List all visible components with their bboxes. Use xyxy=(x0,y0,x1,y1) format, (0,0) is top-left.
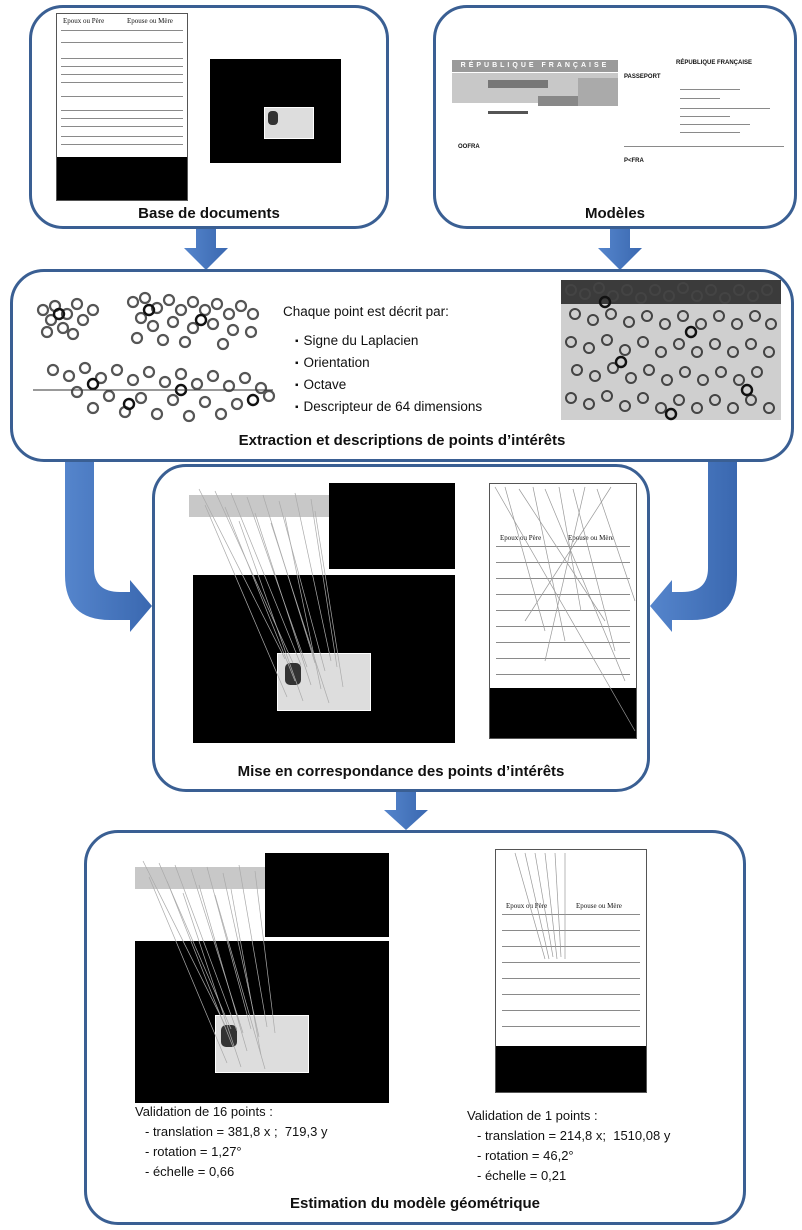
arrow-models-to-extraction xyxy=(598,228,642,270)
left-rotation: - rotation = 1,27° xyxy=(145,1144,242,1159)
models-caption: Modèles xyxy=(584,205,645,222)
passport-estimate-dark-top xyxy=(265,853,389,937)
keypoints-documents-left xyxy=(33,291,276,423)
arrow-base-to-extraction xyxy=(184,228,228,270)
matching-box: Epoux ou Père Epouse ou Mère Mise en cor… xyxy=(152,464,650,792)
civil-record-thumbnail: Epoux ou Père Epouse ou Mère xyxy=(56,13,188,201)
civil-record-estimate-scan: Epoux ou Père Epouse ou Mère xyxy=(495,849,647,1093)
descriptor-intro: Chaque point est décrit par: xyxy=(283,304,449,319)
extraction-box: Chaque point est décrit par: Signe du La… xyxy=(10,269,794,462)
estimate-form-header-mother: Epouse ou Mère xyxy=(576,902,622,910)
descriptor-list: Signe du Laplacien Orientation Octave De… xyxy=(295,330,483,418)
right-scale: - échelle = 0,21 xyxy=(477,1168,567,1183)
passport-title: PASSEPORT xyxy=(624,74,661,80)
base-documents-caption: Base de documents xyxy=(138,205,280,222)
estimation-box: Epoux ou Père Epouse ou Mère Validation … xyxy=(84,830,746,1225)
estimate-lines-right xyxy=(514,852,566,960)
match-form-header-mother: Epouse ou Mère xyxy=(568,534,614,542)
left-scale: - échelle = 0,66 xyxy=(145,1164,235,1179)
id-card-estimate-scan xyxy=(135,941,389,1103)
left-validation-title: Validation de 16 points : xyxy=(135,1104,273,1119)
match-form-header-father: Epoux ou Père xyxy=(500,534,542,542)
estimate-lines-left xyxy=(142,860,276,1070)
right-rotation: - rotation = 46,2° xyxy=(477,1148,574,1163)
estimation-caption: Estimation du modèle géométrique xyxy=(289,1195,541,1212)
models-box: RÉPUBLIQUE FRANÇAISE OOFRA PASSEPORT RÉP… xyxy=(433,5,797,229)
left-translation: - translation = 381,8 x ; 719,3 y xyxy=(145,1124,328,1139)
form-header-father: Epoux ou Père xyxy=(63,17,105,25)
matching-caption: Mise en correspondance des points d’inté… xyxy=(237,763,565,780)
descriptor-item-orientation: Orientation xyxy=(295,352,482,374)
extraction-caption: Extraction et descriptions de points d’i… xyxy=(238,432,566,449)
id-card-scan-thumbnail xyxy=(210,59,341,163)
passport-code-right: P<FRA xyxy=(624,158,644,164)
estimate-form-header-father: Epoux ou Père xyxy=(506,902,548,910)
right-validation-title: Validation de 1 points : xyxy=(467,1108,598,1123)
base-documents-box: Epoux ou Père Epouse ou Mère Base de doc… xyxy=(29,5,389,229)
id-card-match-scan xyxy=(193,575,455,743)
descriptor-item-laplacian: Signe du Laplacien xyxy=(295,330,482,352)
passport-country: RÉPUBLIQUE FRANÇAISE xyxy=(676,60,753,66)
passport-match-dark-top xyxy=(329,483,455,569)
descriptor-item-dimensions: Descripteur de 64 dimensions xyxy=(295,396,483,418)
form-header-mother: Epouse ou Mère xyxy=(127,17,173,25)
arrow-matching-to-estimation xyxy=(384,792,428,830)
passport-estimate-model xyxy=(135,855,265,919)
passport-banner: RÉPUBLIQUE FRANÇAISE xyxy=(452,60,618,72)
match-lines-right xyxy=(494,486,636,732)
arrow-extraction-to-matching-left xyxy=(65,462,152,632)
descriptor-item-octave: Octave xyxy=(295,374,482,396)
scan-dark-area xyxy=(57,157,187,200)
civil-record-match-scan: Epoux ou Père Epouse ou Mère xyxy=(489,483,637,739)
match-lines-left xyxy=(198,488,344,704)
right-translation: - translation = 214,8 x; 1510,08 y xyxy=(477,1128,671,1143)
arrow-extraction-to-matching-right xyxy=(650,462,737,632)
passport-code-left: OOFRA xyxy=(458,144,480,150)
keypoints-model-right xyxy=(561,280,781,421)
passport-model-thumbnail: RÉPUBLIQUE FRANÇAISE OOFRA PASSEPORT RÉP… xyxy=(448,56,788,176)
